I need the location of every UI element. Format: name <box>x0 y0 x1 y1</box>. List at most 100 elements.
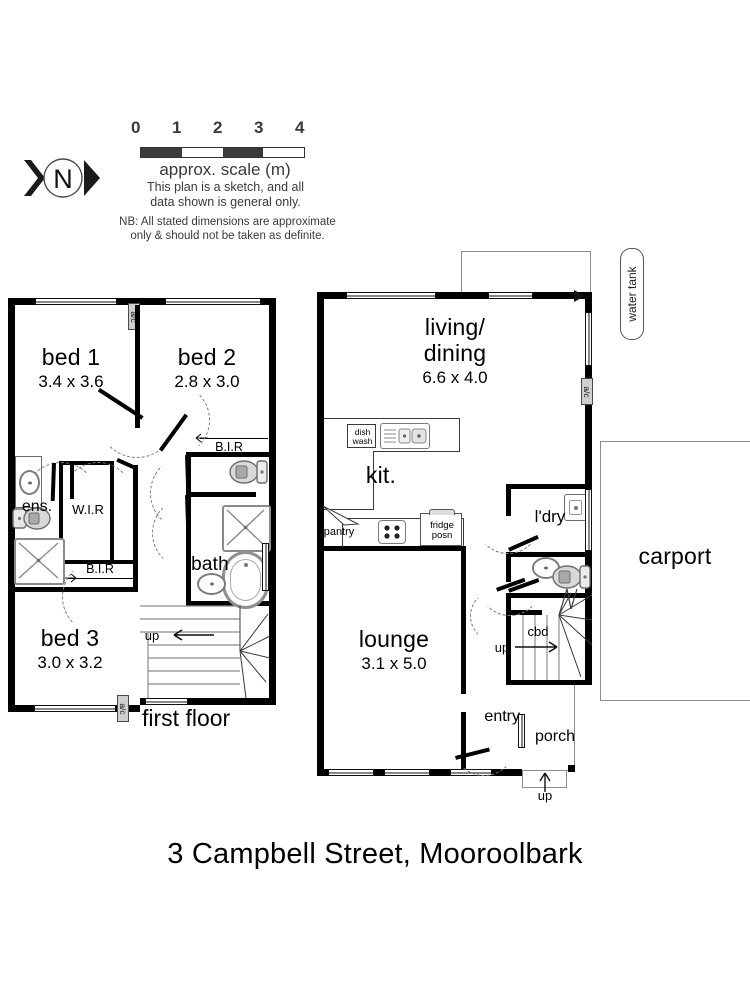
gf-window-living-east <box>585 312 592 366</box>
room-bed3-name: bed 3 <box>40 625 100 651</box>
fridge-label-line1: fridge <box>430 520 454 531</box>
wc-toilet-icon <box>550 562 592 592</box>
gf-deck-outline-right <box>590 251 591 295</box>
bath-toilet-icon <box>227 457 269 487</box>
gf-porch-up-label: up <box>537 788 553 803</box>
ff-window-bed3 <box>34 705 116 712</box>
room-bed1-dim: 3.4 x 3.6 <box>38 372 104 391</box>
ff-window-bed1 <box>35 298 117 305</box>
dishwasher-label-line2: wash <box>352 436 373 446</box>
swing-bed1-door <box>98 380 176 458</box>
svg-text:N: N <box>53 164 73 194</box>
room-living-dim: 6.6 x 4.0 <box>422 368 488 387</box>
first-floor-plan: a/c a/c <box>0 0 300 760</box>
ac-unit-ground-floor: a/c <box>581 378 593 405</box>
ff-wall-west <box>8 298 15 712</box>
room-carport: carport <box>602 543 748 569</box>
gf-window-lounge-2 <box>384 769 430 776</box>
scale-tick-labels: 0 1 2 3 4 <box>125 118 315 142</box>
gf-porch-step-right <box>566 771 567 787</box>
gf-entry-sidelight <box>518 714 525 748</box>
water-tank: water tank <box>620 248 644 340</box>
ff-wall-bath-south <box>186 601 270 606</box>
swing-cbd-door <box>470 590 522 642</box>
gf-window-living-left <box>346 292 436 299</box>
gf-wall-west <box>317 292 324 776</box>
swing-entry-door <box>452 712 516 776</box>
dimensions-note-line1: NB: All stated dimensions are approximat… <box>119 216 336 228</box>
dishwasher: dish wash <box>347 424 376 448</box>
scale-tick-3: 3 <box>254 118 264 137</box>
swing-bed2-door <box>136 383 210 457</box>
ff-wall-bath-west <box>186 532 191 606</box>
swing-bath-door <box>152 497 224 569</box>
gf-wall-ldry-north <box>506 484 592 489</box>
pantry-label: pantry <box>323 526 355 538</box>
room-bed2-dim: 2.8 x 3.0 <box>174 372 240 391</box>
gf-wall-stair-west <box>506 610 511 685</box>
gf-porch-step-left <box>522 771 523 787</box>
gf-kitchen-bench-top-right <box>459 418 460 452</box>
scale-caption: approx. scale (m) <box>159 160 291 179</box>
gf-kitchen-bench-top-bottom <box>373 451 460 452</box>
door-wir-leaf <box>70 463 74 499</box>
gf-wall-lounge-east <box>461 546 466 694</box>
gf-window-ldry <box>585 489 592 551</box>
gf-wall-north <box>317 292 592 299</box>
gf-slider-track <box>533 295 581 296</box>
ac-unit-first-floor-bottom: a/c <box>117 695 129 722</box>
gf-bench-lower-right <box>463 518 464 547</box>
gf-wall-stair-south <box>506 680 592 685</box>
bath-basin <box>197 573 226 595</box>
label-ensuite: ens. <box>21 498 53 515</box>
ff-wall-bir-bed2 <box>186 452 270 457</box>
sketch-note-line2: data shown is general only. <box>150 195 301 209</box>
gf-bench-lower-top <box>342 518 464 519</box>
room-bed3-dim: 3.0 x 3.2 <box>37 653 103 672</box>
label-wir: W.I.R <box>72 502 104 517</box>
room-kitchen: kit. <box>346 462 416 488</box>
gf-kitchen-bench-top <box>324 418 460 419</box>
ff-stair-up-arrow <box>166 628 216 642</box>
gf-slider-living <box>488 292 533 299</box>
dishwasher-label-line1: dish <box>354 427 371 437</box>
ff-window-stairs <box>145 698 188 705</box>
ff-staircase <box>140 605 271 699</box>
ff-window-bed2 <box>165 298 261 305</box>
ff-partition-bed1-bed2 <box>135 305 140 428</box>
room-bath-name: bath <box>191 554 229 575</box>
ff-wall-stairs-south <box>140 698 276 705</box>
gf-kitchen-bench-island-left <box>373 451 374 509</box>
room-lounge-dim: 3.1 x 5.0 <box>361 654 427 673</box>
dimensions-note: NB: All stated dimensions are approximat… <box>95 215 360 243</box>
room-bed3: bed 3 3.0 x 3.2 <box>10 625 130 673</box>
compass-rose: N <box>22 156 102 198</box>
gf-stair-up-label: up <box>494 640 510 655</box>
sketch-note-line1: This plan is a sketch, and all <box>146 180 305 194</box>
gf-wall-wc-south <box>506 593 592 598</box>
label-porch: porch <box>534 728 576 745</box>
room-bed2: bed 2 2.8 x 3.0 <box>148 344 266 392</box>
fridge-position: fridge posn <box>420 509 462 546</box>
room-kitchen-name: kit. <box>365 462 397 488</box>
gf-wall-kitchen-south <box>324 546 464 551</box>
gf-porch-outline-right <box>574 685 575 771</box>
ac-label-bottom: a/c <box>118 702 128 715</box>
ens-shower <box>14 538 65 585</box>
gf-kitchen-bench-island-bottom <box>324 509 374 510</box>
gf-porch-outline-bottom <box>522 770 575 771</box>
ff-wall-north <box>8 298 276 305</box>
swing-wir-door <box>62 462 134 534</box>
ff-wall-east-lower <box>269 606 276 705</box>
ground-floor-plan: carport water tank a/c dish wash <box>300 0 750 820</box>
cooktop <box>378 520 406 544</box>
label-bir-bed2: B.I.R <box>215 440 243 454</box>
room-living-dining: living/ dining 6.6 x 4.0 <box>380 314 530 388</box>
bath-shower <box>222 505 271 552</box>
gf-stair-up-arrow <box>513 640 563 654</box>
water-tank-label: water tank <box>625 266 639 322</box>
ff-wall-east-upper <box>269 298 276 606</box>
room-bath: bath <box>188 552 232 578</box>
room-bed1-name: bed 1 <box>41 344 101 370</box>
swing-ens-door <box>24 462 98 536</box>
